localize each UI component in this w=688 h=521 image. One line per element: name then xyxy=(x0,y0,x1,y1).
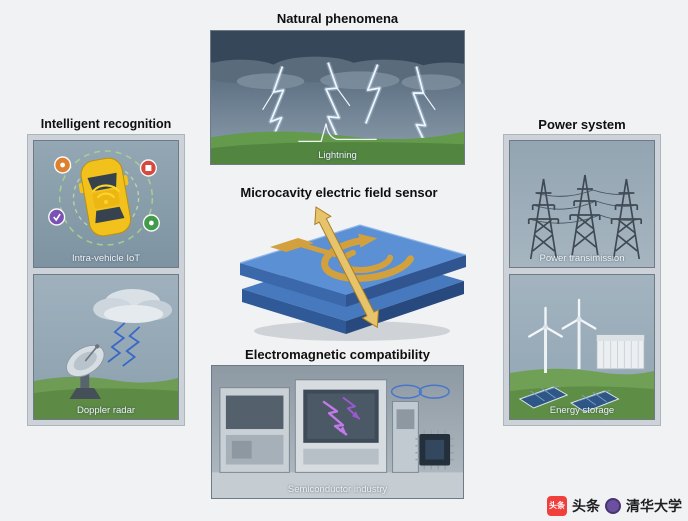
storm-illustration xyxy=(211,31,464,164)
toutiao-icon: 头条 xyxy=(547,496,567,516)
iot-node-icon xyxy=(48,208,66,226)
intra-vehicle-illustration xyxy=(34,141,178,267)
energy-storage-panel: Energy storage xyxy=(509,274,655,420)
emc-title: Electromagnetic compatibility xyxy=(245,347,430,362)
impulse-waveform-icon xyxy=(298,123,377,142)
power-system-title: Power system xyxy=(538,117,626,132)
sensor-title: Microcavity electric field sensor xyxy=(240,185,438,200)
transmission-illustration xyxy=(510,141,654,267)
iot-node-icon xyxy=(54,156,72,174)
power-line-icon xyxy=(528,189,642,224)
energy-storage-caption: Energy storage xyxy=(549,405,615,416)
doppler-caption: Doppler radar xyxy=(76,405,136,416)
tsinghua-logo-icon xyxy=(605,498,621,514)
em-wave-icon xyxy=(390,384,450,399)
energy-illustration xyxy=(510,275,654,419)
semiconductor-caption: Semiconductor industry xyxy=(287,484,388,495)
watermark-brand: 头条 xyxy=(572,498,600,514)
watermark-account: 清华大学 xyxy=(626,498,682,514)
microcavity-chip-icon xyxy=(239,206,467,341)
semiconductor-illustration xyxy=(212,366,463,498)
wifi-icon xyxy=(92,184,120,204)
fab-machine-icon xyxy=(219,387,290,473)
battery-container-icon xyxy=(596,334,645,370)
power-transmission-caption: Power transimission xyxy=(539,253,625,264)
wind-turbine-icon xyxy=(561,298,597,369)
radar-beam-icon xyxy=(107,322,141,367)
watermark: 头条 头条 清华大学 xyxy=(547,496,682,516)
double-arrow-icon xyxy=(314,206,380,329)
power-system-frame: Power transimission xyxy=(503,134,661,426)
doppler-illustration xyxy=(34,275,178,419)
semiconductor-panel: Semiconductor industry xyxy=(211,365,464,499)
solar-panel-icon xyxy=(518,385,620,413)
intra-vehicle-iot-panel: Intra-vehicle IoT xyxy=(33,140,179,268)
chip-top-slab xyxy=(239,224,467,307)
intelligent-recognition-frame: Intra-vehicle IoT xyxy=(27,134,185,426)
chip-icon xyxy=(415,430,455,470)
fab-machine-icon xyxy=(392,400,419,473)
natural-phenomena-title: Natural phenomena xyxy=(276,11,399,26)
lightning-caption: Lightning xyxy=(318,150,357,161)
lightning-panel: Lightning xyxy=(210,30,465,165)
doppler-radar-panel: Doppler radar xyxy=(33,274,179,420)
cloud-icon xyxy=(93,289,173,323)
wind-turbine-icon xyxy=(528,306,563,373)
lightning-bolt-icon xyxy=(262,62,436,148)
sensor-chip-art xyxy=(214,201,476,344)
em-interference-icon xyxy=(322,396,361,436)
intelligent-recognition-title: Intelligent recognition xyxy=(40,117,172,131)
iot-node-icon xyxy=(142,214,160,232)
power-transmission-panel: Power transimission xyxy=(509,140,655,268)
radar-dish-icon xyxy=(65,344,105,399)
intra-vehicle-caption: Intra-vehicle IoT xyxy=(71,253,141,264)
iot-node-icon xyxy=(139,159,157,177)
